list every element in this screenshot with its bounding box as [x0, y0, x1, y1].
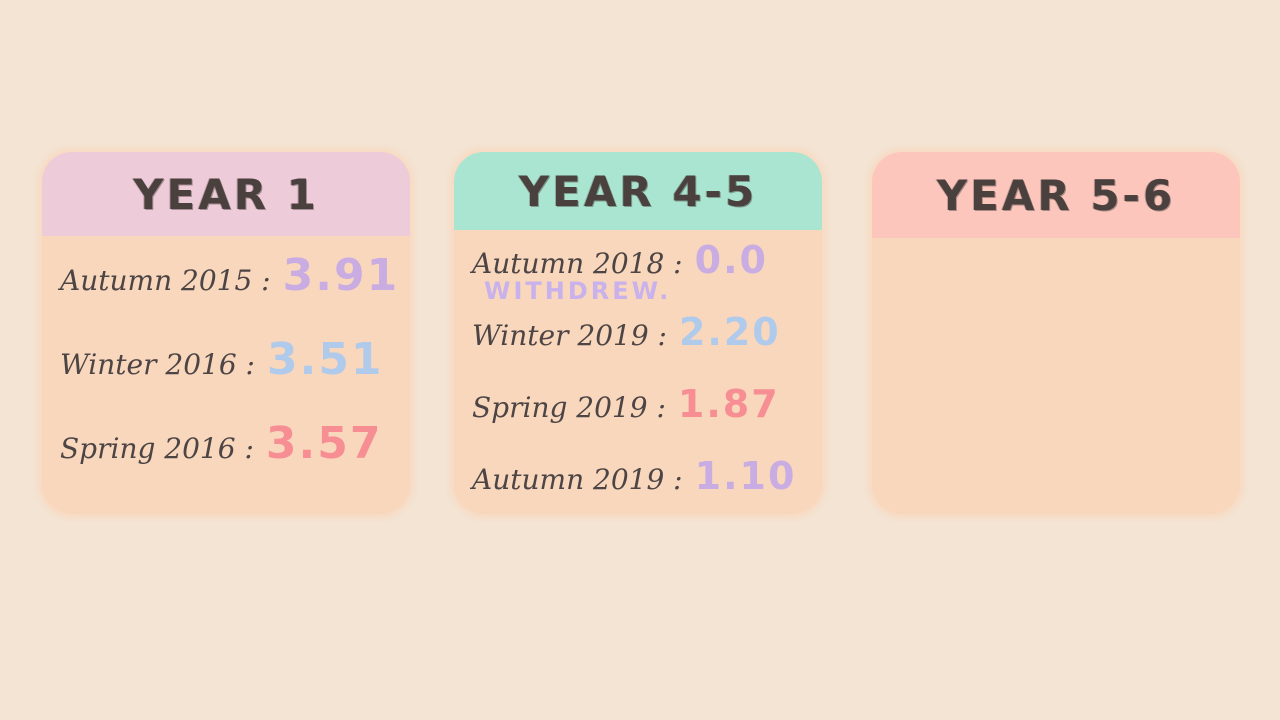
term-label: Autumn 2019 :	[472, 463, 683, 496]
gpa-value: 1.10	[694, 454, 797, 498]
term-row: Spring 2019 : 1.87	[472, 382, 804, 454]
card-title: YEAR 5-6	[872, 152, 1240, 238]
year-4-5-card: YEAR 4-5 Autumn 2018 : 0.0 WITHDREW. Win…	[454, 152, 822, 514]
term-list: Autumn 2018 : 0.0 WITHDREW. Winter 2019 …	[454, 230, 822, 514]
term-label: Autumn 2018 :	[472, 247, 683, 280]
term-row: Spring 2016 : 3.57	[60, 410, 392, 494]
term-list: Autumn 2015 : 3.91 Winter 2016 : 3.51 Sp…	[42, 236, 410, 494]
gpa-value: 3.57	[265, 418, 383, 469]
term-row: Autumn 2015 : 3.91	[60, 242, 397, 326]
term-label: Autumn 2015 :	[60, 264, 271, 297]
year-5-6-card: YEAR 5-6	[872, 152, 1240, 514]
gpa-value: 1.87	[677, 382, 780, 426]
term-row: Winter 2016 : 3.51	[60, 326, 392, 410]
withdrew-note: WITHDREW.	[484, 277, 672, 305]
card-title: YEAR 1	[42, 152, 410, 236]
term-row: Autumn 2019 : 1.10	[472, 454, 804, 514]
term-row: Autumn 2018 : 0.0 WITHDREW.	[472, 236, 804, 310]
term-label: Spring 2016 :	[60, 432, 254, 465]
term-row: Winter 2019 : 2.20	[472, 310, 804, 382]
gpa-value: 0.0	[694, 238, 768, 282]
term-label: Winter 2016 :	[60, 348, 255, 381]
card-title: YEAR 4-5	[454, 152, 822, 230]
year-1-card: YEAR 1 Autumn 2015 : 3.91 Winter 2016 : …	[42, 152, 410, 514]
term-label: Spring 2019 :	[472, 391, 666, 424]
gpa-value: 3.51	[266, 334, 384, 385]
gpa-value: 3.91	[282, 250, 400, 301]
term-list	[872, 238, 1240, 244]
term-label: Winter 2019 :	[472, 319, 667, 352]
gpa-value: 2.20	[678, 310, 781, 354]
